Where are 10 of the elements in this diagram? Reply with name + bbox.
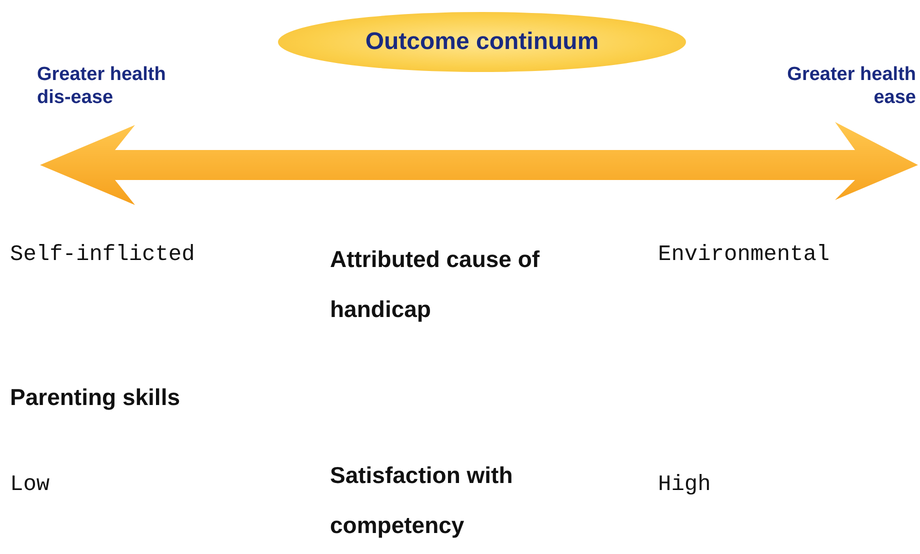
section-heading: Parenting skills (10, 383, 180, 412)
item-label: Attributed cause of handicap (330, 245, 541, 324)
scale-value: Environmental (658, 241, 830, 269)
end-label: Greater health ease (786, 63, 916, 109)
scale-value: Low (10, 471, 50, 499)
scale-value: High (658, 471, 711, 499)
scale-value: Self-inflicted (10, 241, 195, 269)
item-label: Satisfaction with competency (330, 461, 514, 540)
title-ellipse: Outcome continuum (278, 12, 686, 72)
end-label: Greater health dis-ease (37, 63, 167, 109)
